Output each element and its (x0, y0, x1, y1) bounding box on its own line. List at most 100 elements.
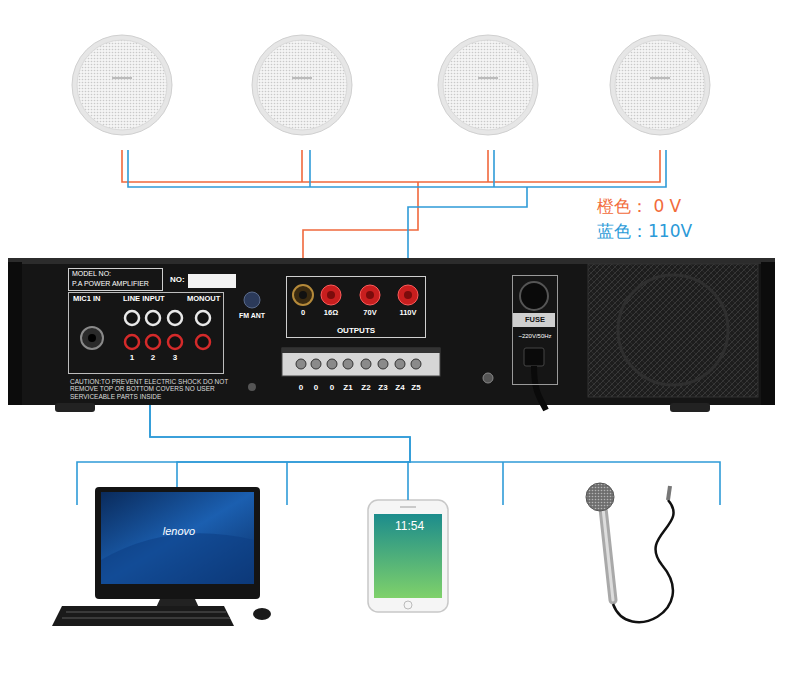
legend-text: 蓝色：110V (597, 221, 692, 241)
clock-text: 11:54 (368, 520, 451, 534)
ceiling-speaker (292, 77, 312, 79)
ceiling-speaker (615, 40, 705, 130)
fan-grille (588, 264, 758, 397)
amplifier-chassis (8, 262, 22, 405)
output-terminals (293, 285, 418, 305)
ceiling-speaker (72, 35, 710, 135)
legend-color: 蓝色：110V (597, 221, 692, 241)
channel-number: 1 (130, 354, 134, 363)
smartphone (400, 506, 416, 508)
zone-terminal-strip (327, 359, 337, 369)
desktop-computer (101, 533, 254, 584)
amplifier-chassis (8, 258, 775, 412)
microphone (586, 483, 674, 622)
zone-label: 0 (314, 384, 318, 393)
speaker-wire-110v (493, 150, 495, 187)
ceiling-speaker (478, 77, 498, 79)
amplifier-chassis (761, 262, 775, 405)
desktop-computer (52, 487, 271, 626)
zone-label: Z2 (361, 384, 370, 393)
zone-terminal-strip (378, 359, 388, 369)
ceiling-speaker (257, 40, 347, 130)
smartphone (368, 500, 448, 612)
input-jacks (88, 334, 96, 342)
desktop-computer (253, 608, 271, 620)
phone-screen: 11:54 (368, 500, 451, 612)
ceiling-speaker (72, 35, 172, 135)
output-terminals (360, 285, 380, 305)
zone-terminal-strip (296, 359, 306, 369)
zone-label: Z3 (378, 384, 387, 393)
input-jacks (196, 335, 210, 349)
legend-text: 橙色： 0 V (597, 196, 681, 216)
ceiling-speaker (443, 40, 533, 130)
desktop-computer (52, 606, 234, 626)
output-terminals (404, 291, 412, 299)
zone-terminal-strip (395, 359, 405, 369)
zone-terminal-strip (282, 348, 493, 383)
zone-terminal-strip (282, 348, 440, 376)
amplifier-rear-panel: CAUTION:TO PREVENT ELECTRIC SHOCK DO NOT… (8, 258, 775, 405)
input-jacks (146, 311, 160, 325)
smartphone (368, 500, 448, 612)
computer-monitor: lenovo (95, 487, 263, 599)
zone-terminal-strip (343, 359, 353, 369)
amplifier-chassis (8, 258, 775, 264)
channel-number: 2 (151, 354, 155, 363)
amplifier-chassis (670, 403, 710, 412)
panel-title: OUTPUTS (287, 326, 425, 335)
serial-label: NO: (170, 276, 185, 285)
zone-terminal-strip (483, 373, 493, 383)
microphone (586, 483, 614, 511)
speaker-wire-110v (128, 150, 666, 187)
ceiling-speaker (650, 77, 670, 79)
zone-label: Z1 (343, 384, 352, 393)
zone-label: Z5 (411, 384, 420, 393)
terminal-label: 16Ω (324, 309, 338, 317)
brand-logo: lenovo (95, 525, 263, 538)
ceiling-speaker (438, 35, 538, 135)
input-jacks (168, 335, 182, 349)
desktop-computer (95, 487, 260, 599)
fan-grille (618, 275, 728, 385)
input-panel: MIC1 INLINE INPUTMONOUT (68, 292, 224, 374)
input-jacks (196, 311, 210, 325)
output-terminals (293, 285, 313, 305)
speaker-wire-0v (301, 150, 303, 182)
legend-entry: 橙色： 0 V (597, 196, 681, 216)
input-jacks (146, 335, 160, 349)
fuse-panel: FUSE~220V/50Hz (512, 275, 558, 385)
zone-terminal-strip (411, 359, 421, 369)
ceiling-speaker (610, 35, 710, 135)
output-terminals (398, 285, 418, 305)
channel-number: 3 (173, 354, 177, 363)
microphone (603, 508, 613, 600)
output-terminals (327, 291, 335, 299)
desktop-computer (101, 492, 254, 584)
ceiling-speaker (252, 35, 352, 135)
input-jacks (168, 311, 182, 325)
output-terminals (321, 285, 341, 305)
fm-antenna-jack (244, 292, 260, 308)
fuse-and-power-cord (520, 282, 548, 310)
terminal-label: 110V (399, 309, 416, 317)
model-name: P.A POWER AMPLIFIER (72, 280, 149, 288)
ceiling-speaker (77, 40, 167, 130)
legend-color: 橙色： 0 V (597, 196, 681, 216)
jack-label: FM ANT (239, 312, 265, 320)
amplifier-chassis (188, 274, 236, 288)
desktop-computer (62, 612, 230, 618)
signal-wire (150, 405, 410, 487)
model-label: MODEL NO: (72, 270, 111, 278)
ceiling-speaker (112, 77, 132, 79)
input-label: MIC1 IN (73, 295, 101, 304)
source-bus-wire (502, 462, 504, 505)
input-jacks (125, 311, 139, 325)
smartphone (404, 601, 412, 609)
amplifier-chassis (248, 383, 256, 391)
terminal-label: 0 (301, 309, 305, 317)
zone-terminal-strip (361, 359, 371, 369)
